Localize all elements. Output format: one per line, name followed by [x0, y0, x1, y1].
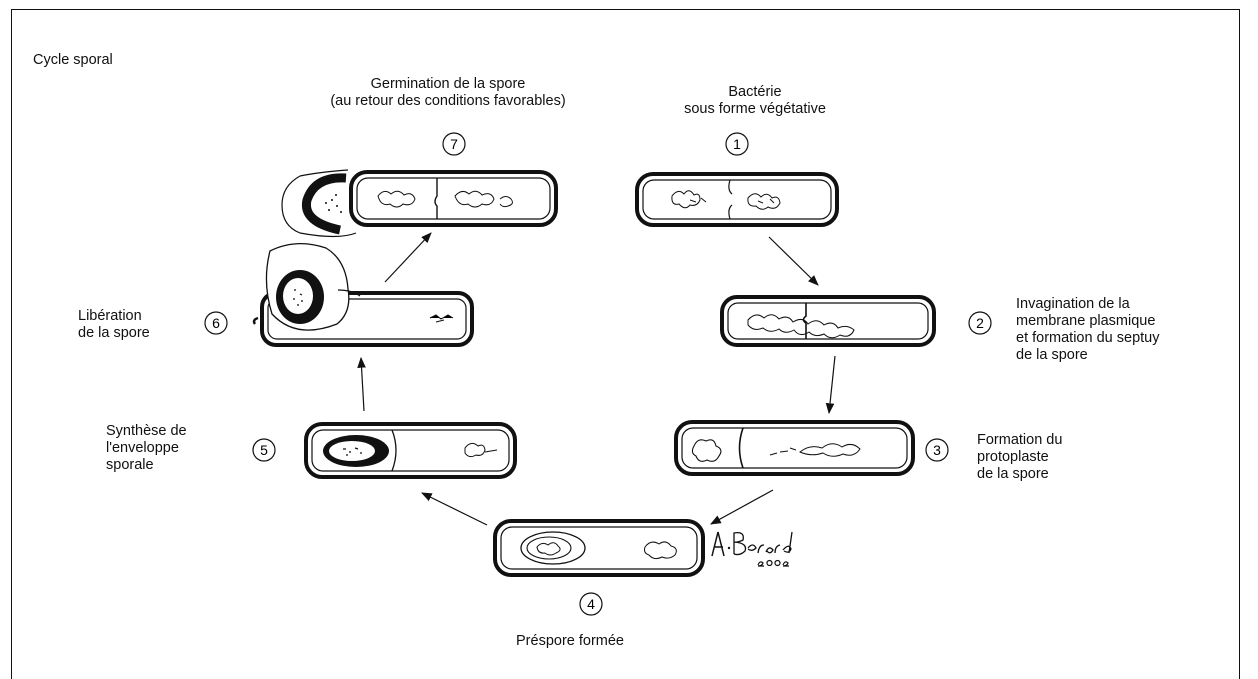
svg-text:2: 2	[976, 315, 984, 331]
bacterium-stage-4	[495, 521, 703, 575]
arrow-3-to-4	[711, 490, 773, 524]
svg-text:3: 3	[933, 442, 941, 458]
stage-number-1: 1	[726, 133, 748, 155]
bacterium-stage-5	[306, 424, 515, 477]
bacterium-stage-2	[722, 297, 934, 345]
svg-text:7: 7	[450, 136, 458, 152]
svg-text:1: 1	[733, 136, 741, 152]
stage-number-7: 7	[443, 133, 465, 155]
bacterium-stage-1	[637, 174, 837, 225]
artist-signature	[712, 532, 792, 566]
bacterium-stage-6	[254, 244, 472, 345]
svg-text:5: 5	[260, 442, 268, 458]
arrow-2-to-3	[829, 356, 835, 413]
arrow-6-to-7	[385, 233, 431, 282]
arrow-1-to-2	[769, 237, 818, 285]
stage-number-6: 6	[205, 312, 227, 334]
arrow-4-to-5	[422, 493, 487, 525]
arrow-5-to-6	[361, 358, 364, 411]
stage-number-4: 4	[580, 593, 602, 615]
svg-text:6: 6	[212, 315, 220, 331]
stage-number-3: 3	[926, 439, 948, 461]
bacterium-stage-3	[676, 422, 913, 474]
svg-text:4: 4	[587, 596, 595, 612]
stage-number-5: 5	[253, 439, 275, 461]
stage-number-2: 2	[969, 312, 991, 334]
bacterium-stage-7	[282, 170, 556, 237]
